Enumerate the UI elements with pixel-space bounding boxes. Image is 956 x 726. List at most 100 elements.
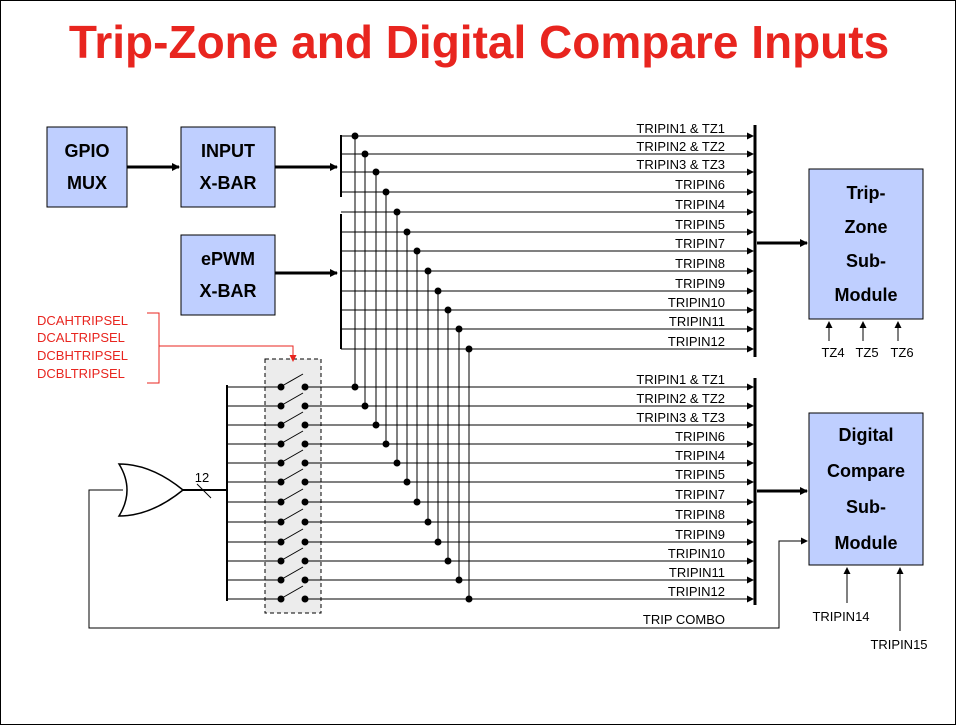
switch-contact [301, 538, 309, 546]
tap-junction-bottom [351, 383, 359, 391]
tz-input-label: TZ6 [890, 345, 913, 360]
tripzone-submodule-block-label: Sub- [846, 251, 886, 271]
switch-contact [301, 478, 309, 486]
tap-junction-bottom [382, 440, 390, 448]
bus-width-label: 12 [195, 470, 209, 485]
switch-blade [281, 488, 304, 502]
tripzone-submodule-block-label: Zone [845, 217, 888, 237]
trip-select-switch-box [264, 358, 322, 614]
tap-junction-bottom [444, 557, 452, 565]
input-xbar-block-label: X-BAR [200, 173, 257, 193]
epwm-xbar-block-label: ePWM [201, 249, 255, 269]
switch-contact [301, 576, 309, 584]
switch-contact [277, 440, 285, 448]
digital-compare-submodule-block-label: Compare [827, 461, 905, 481]
switch-blade [281, 566, 304, 580]
switch-contact [301, 440, 309, 448]
tap-junction-bottom [372, 421, 380, 429]
select-register-label: DCBLTRIPSEL [37, 366, 125, 381]
input-xbar-block [180, 126, 276, 208]
dc-signal-label: TRIPIN8 [675, 507, 725, 522]
tz-signal-label: TRIPIN2 & TZ2 [636, 139, 725, 154]
tap-junction-top [372, 168, 380, 176]
digital-compare-submodule-block-label: Module [835, 533, 898, 553]
tripzone-submodule-block-label: Trip- [847, 183, 886, 203]
dc-signal-label: TRIPIN3 & TZ3 [636, 410, 725, 425]
switch-contact [277, 402, 285, 410]
input-xbar-block-label: INPUT [201, 141, 255, 161]
tap-junction-top [424, 267, 432, 275]
dc-signal-label: TRIPIN7 [675, 487, 725, 502]
tap-junction-bottom [465, 595, 473, 603]
tap-junction-top [361, 150, 369, 158]
tap-junction-bottom [413, 498, 421, 506]
switch-blade [281, 411, 304, 425]
switch-blade [281, 430, 304, 444]
register-bracket [147, 312, 160, 384]
gpio-mux-block-label: GPIO [64, 141, 109, 161]
tap-junction-top [434, 287, 442, 295]
epwm-xbar-block-label: X-BAR [200, 281, 257, 301]
tz-signal-label: TRIPIN11 [669, 314, 725, 329]
switch-contact [277, 498, 285, 506]
dc-signal-label: TRIPIN10 [668, 546, 725, 561]
switch-contact [301, 557, 309, 565]
digital-compare-submodule-block-label: Sub- [846, 497, 886, 517]
tap-junction-top [413, 247, 421, 255]
page-title: Trip-Zone and Digital Compare Inputs [68, 16, 890, 68]
switch-contact [277, 576, 285, 584]
switch-blade [281, 585, 304, 599]
digital-compare-submodule-block [808, 412, 924, 566]
dc-signal-label: TRIPIN6 [675, 429, 725, 444]
switch-contact [301, 383, 309, 391]
switch-contact [301, 595, 309, 603]
select-register-label: DCALTRIPSEL [37, 330, 125, 345]
tap-junction-bottom [403, 478, 411, 486]
switch-contact [277, 518, 285, 526]
select-register-label: DCBHTRIPSEL [37, 348, 128, 363]
tap-junction-top [351, 132, 359, 140]
tz-input-label: TZ4 [821, 345, 844, 360]
dc-signal-label: TRIPIN12 [668, 584, 725, 599]
switch-contact [277, 478, 285, 486]
tz-signal-label: TRIPIN9 [675, 276, 725, 291]
register-pointer-arrow [159, 345, 297, 362]
switch-contact [301, 421, 309, 429]
tz-signal-label: TRIPIN8 [675, 256, 725, 271]
switch-blade [281, 547, 304, 561]
switch-contact [277, 557, 285, 565]
gpio-mux-block [46, 126, 128, 208]
tz-signal-label: TRIPIN4 [675, 197, 725, 212]
switch-contact [301, 518, 309, 526]
switch-blade [281, 508, 304, 522]
tap-junction-bottom [434, 538, 442, 546]
dc-signal-label: TRIPIN5 [675, 467, 725, 482]
switch-contact [301, 498, 309, 506]
switch-blade [281, 392, 304, 406]
tripin15-label: TRIPIN15 [870, 637, 927, 652]
tap-junction-top [465, 345, 473, 353]
dc-signal-label: TRIPIN2 & TZ2 [636, 391, 725, 406]
switch-contact [277, 459, 285, 467]
tz-signal-label: TRIPIN6 [675, 177, 725, 192]
switch-contact [277, 383, 285, 391]
tripzone-submodule-block-label: Module [835, 285, 898, 305]
switch-contact [301, 459, 309, 467]
tz-signal-label: TRIPIN1 & TZ1 [636, 121, 725, 136]
tap-junction-bottom [393, 459, 401, 467]
tap-junction-bottom [361, 402, 369, 410]
tz-input-label: TZ5 [855, 345, 878, 360]
switch-contact [277, 421, 285, 429]
switch-blade [281, 528, 304, 542]
tripzone-submodule-block [808, 168, 924, 320]
select-register-label: DCAHTRIPSEL [37, 313, 128, 328]
tz-signal-label: TRIPIN10 [668, 295, 725, 310]
tap-junction-bottom [424, 518, 432, 526]
switch-contact [301, 402, 309, 410]
tz-signal-label: TRIPIN5 [675, 217, 725, 232]
tripin14-label: TRIPIN14 [812, 609, 869, 624]
tap-junction-top [444, 306, 452, 314]
tap-junction-top [403, 228, 411, 236]
